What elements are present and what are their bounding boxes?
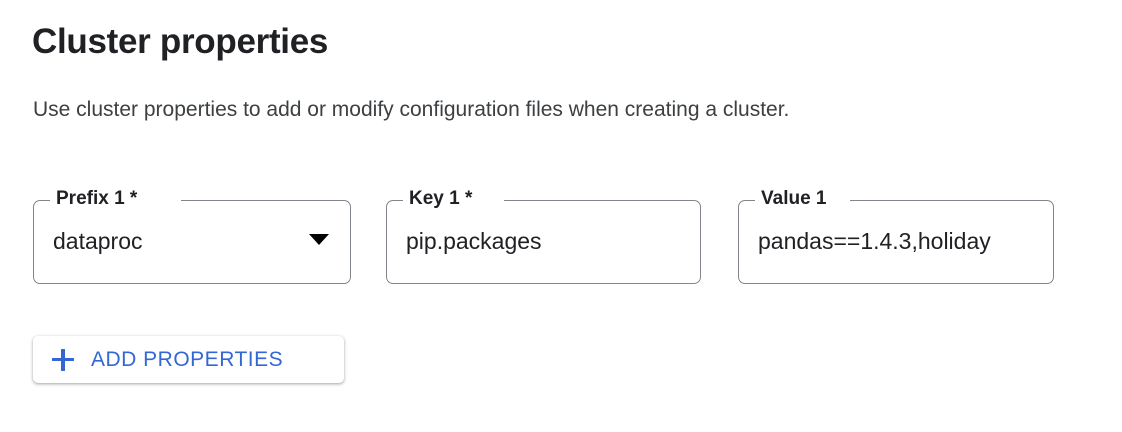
plus-icon <box>51 348 75 372</box>
value-field-label: Value 1 <box>761 188 827 209</box>
prefix-field-value[interactable]: dataproc <box>53 228 143 254</box>
prefix-field-notch <box>50 198 181 202</box>
key-field-notch <box>403 198 504 202</box>
dropdown-arrow-icon[interactable] <box>309 234 329 245</box>
value-field-value[interactable]: pandas==1.4.3,holiday <box>758 228 991 254</box>
value-field[interactable]: Value 1 pandas==1.4.3,holiday <box>738 188 1054 284</box>
key-field[interactable]: Key 1 * pip.packages <box>386 188 701 284</box>
prefix-field-label: Prefix 1 * <box>56 188 138 209</box>
value-field-notch <box>755 198 850 202</box>
page-subtitle: Use cluster properties to add or modify … <box>33 98 790 121</box>
key-field-label: Key 1 * <box>409 188 473 209</box>
add-properties-button-label: ADD PROPERTIES <box>91 347 284 371</box>
key-field-value[interactable]: pip.packages <box>406 228 542 254</box>
page-title: Cluster properties <box>32 22 329 61</box>
prefix-field[interactable]: Prefix 1 * dataproc <box>33 188 351 284</box>
add-properties-button[interactable]: ADD PROPERTIES <box>33 336 344 383</box>
